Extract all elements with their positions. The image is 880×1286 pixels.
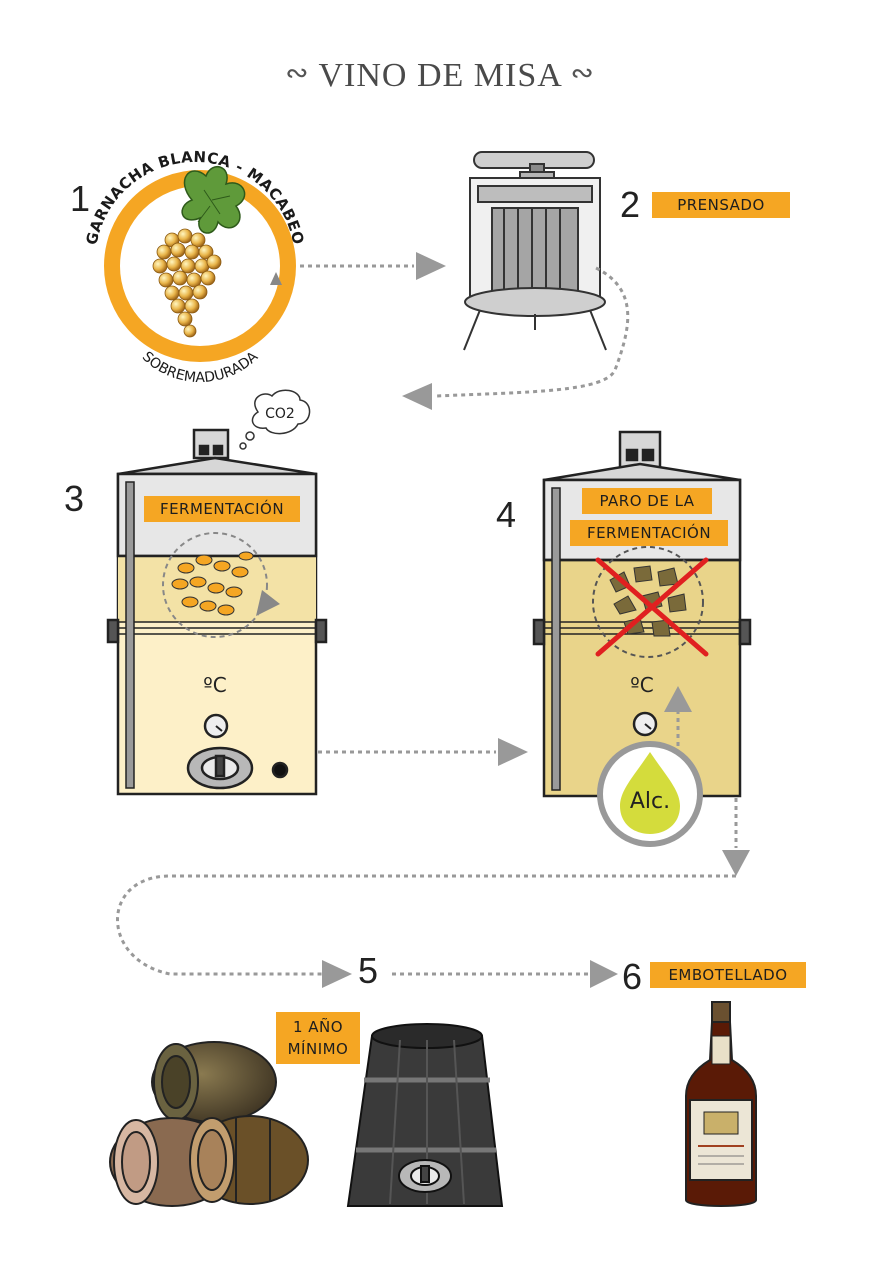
arrow-4-to-5 xyxy=(116,798,750,988)
step-2-label: PRENSADO xyxy=(652,192,790,218)
arrow-3-to-4 xyxy=(318,738,528,766)
co2-text: CO2 xyxy=(265,406,295,422)
step-5-label-line2: MÍNIMO xyxy=(287,1040,349,1058)
aging-vessel-icon xyxy=(346,1023,504,1207)
arrow-2-to-3 xyxy=(402,266,630,410)
step-1-number: 1 xyxy=(70,178,91,219)
tank-4-temperature: ºC xyxy=(630,673,653,697)
title-text: VINO DE MISA xyxy=(318,57,561,94)
page-title: ∾ VINO DE MISA ∾ xyxy=(0,56,880,95)
step-6-label: EMBOTELLADO xyxy=(650,962,806,988)
step-3-number: 3 xyxy=(64,478,85,519)
fermentation-yeast-circle xyxy=(162,532,280,638)
alcohol-text: Alc. xyxy=(630,789,670,814)
alcohol-drop-icon xyxy=(620,752,680,834)
co2-bubble: CO2 xyxy=(239,389,311,450)
grape-leaf-icon xyxy=(181,166,246,234)
grape-bunch-icon xyxy=(152,228,222,338)
arrow-5-to-6 xyxy=(392,960,618,988)
wine-press-icon xyxy=(463,151,607,351)
step-5-label: 1 AÑO MÍNIMO xyxy=(276,1012,360,1064)
step-2-number: 2 xyxy=(620,184,641,225)
stop-cross-icon xyxy=(595,557,709,657)
right-flourish-icon: ∾ xyxy=(570,58,595,89)
barrel-stack-icon xyxy=(109,1041,309,1207)
step-4-label-line1: PARO DE LA xyxy=(582,488,712,514)
left-flourish-icon: ∾ xyxy=(285,58,310,89)
step-5-number: 5 xyxy=(358,950,379,991)
step-4-number: 4 xyxy=(496,494,517,535)
grape-circle: GARNACHA BLANCA - MACABEO SOBREMADURADA xyxy=(83,148,307,386)
step-5-label-line1: 1 AÑO xyxy=(292,1018,344,1036)
alcohol-addition: Alc. xyxy=(597,686,703,847)
step-6-number: 6 xyxy=(622,956,643,997)
step-3-label: FERMENTACIÓN xyxy=(144,496,300,522)
fermentation-tank xyxy=(106,428,328,796)
arrow-1-to-2 xyxy=(300,252,446,280)
step-4-label-line2: FERMENTACIÓN xyxy=(570,520,728,546)
wine-bottle-icon xyxy=(685,1001,757,1207)
tank-3-temperature: ºC xyxy=(203,673,226,697)
grape-circle-arrow-icon xyxy=(270,272,282,285)
stopped-yeast-circle xyxy=(592,546,709,658)
